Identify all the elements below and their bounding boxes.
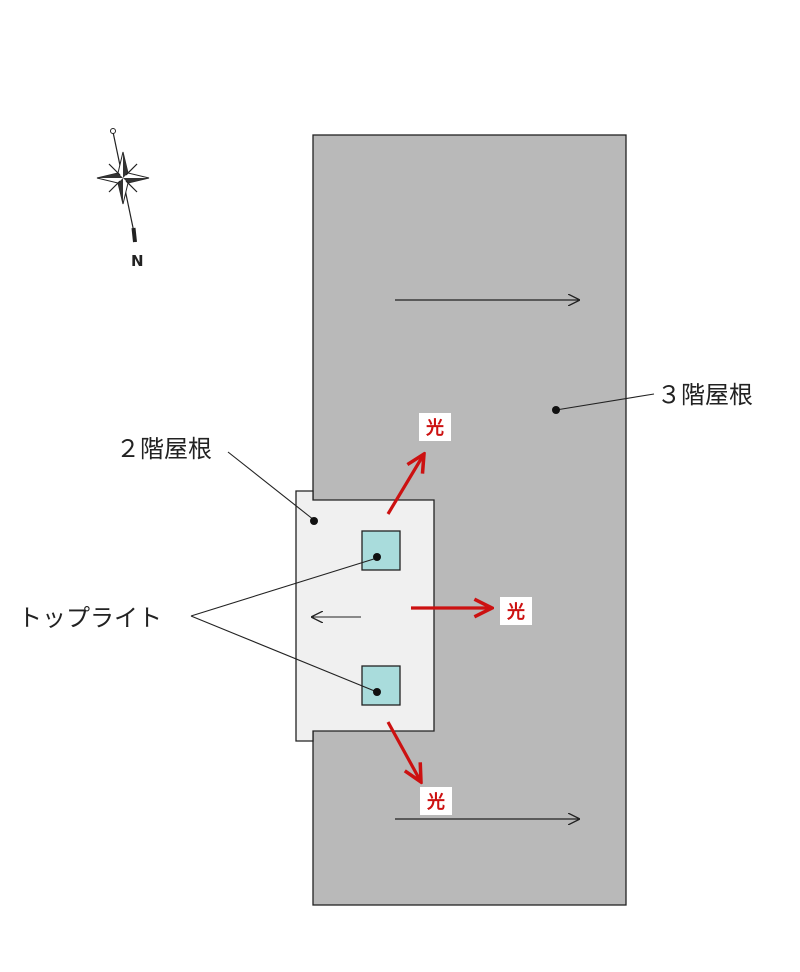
toplight-upper xyxy=(361,530,401,571)
toplight-lower xyxy=(361,665,401,706)
toplight-label: トップライト xyxy=(18,604,162,632)
svg-text:光: 光 xyxy=(426,791,445,813)
north-label: N xyxy=(131,252,144,270)
leader-lines xyxy=(190,393,655,693)
light-arrow-down xyxy=(386,721,421,782)
light-label-middle: 光 xyxy=(500,597,532,625)
svg-text:光: 光 xyxy=(425,417,444,439)
leader-dot-2f-roof xyxy=(310,517,318,525)
svg-text:光: 光 xyxy=(506,601,525,623)
leader-dot-toplight-lower xyxy=(373,688,381,696)
light-arrow-up xyxy=(386,454,424,515)
light-label-bottom: 光 xyxy=(420,787,452,815)
third-floor-roof-label: ３階屋根 xyxy=(657,381,753,409)
compass-rose-icon: N xyxy=(96,128,150,270)
light-label-top: 光 xyxy=(419,413,451,441)
leader-dot-toplight-upper xyxy=(373,553,381,561)
leader-dot-3f-roof xyxy=(552,406,560,414)
second-floor-roof-label: ２階屋根 xyxy=(116,435,212,463)
